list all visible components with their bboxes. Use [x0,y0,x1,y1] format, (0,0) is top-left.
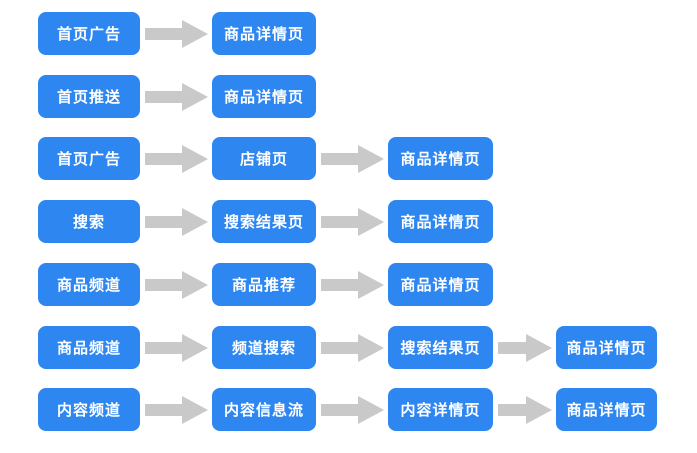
arrow-head [526,395,552,424]
arrow-head [358,144,384,173]
flow-node: 商品频道 [38,326,140,369]
arrow-head [182,270,208,299]
arrow-shaft [498,403,526,416]
arrow-right-icon [145,144,208,173]
flow-node: 店铺页 [212,137,316,180]
flow-node: 商品详情页 [556,326,657,369]
flow-node: 首页广告 [38,137,140,180]
arrow-shaft [145,152,182,165]
arrow-head [182,395,208,424]
arrow-head [182,144,208,173]
flow-node: 商品详情页 [388,137,493,180]
arrow-shaft [321,278,358,291]
flow-node: 搜索结果页 [212,200,316,243]
arrow-shaft [145,341,182,354]
flow-node: 商品推荐 [212,263,316,306]
arrow-shaft [498,341,526,354]
arrow-shaft [321,341,358,354]
arrow-right-icon [145,333,208,362]
arrow-head [526,333,552,362]
arrow-right-icon [145,82,208,111]
flow-node: 搜索 [38,200,140,243]
flow-node: 商品详情页 [388,263,493,306]
flow-node: 内容详情页 [388,388,493,431]
flow-node: 商品详情页 [212,75,316,118]
flow-node: 频道搜索 [212,326,316,369]
flow-node: 商品频道 [38,263,140,306]
flow-node: 内容信息流 [212,388,316,431]
flow-node: 内容频道 [38,388,140,431]
arrow-shaft [321,403,358,416]
flow-node: 搜索结果页 [388,326,493,369]
flow-node: 首页广告 [38,12,140,55]
arrow-right-icon [498,333,552,362]
flow-node: 商品详情页 [556,388,657,431]
arrow-right-icon [321,395,384,424]
arrow-right-icon [321,144,384,173]
arrow-right-icon [321,333,384,362]
arrow-shaft [145,215,182,228]
arrow-right-icon [321,270,384,299]
arrow-shaft [145,403,182,416]
arrow-head [182,207,208,236]
arrow-shaft [321,215,358,228]
arrow-right-icon [145,19,208,48]
arrow-head [358,395,384,424]
flow-node: 首页推送 [38,75,140,118]
arrow-head [182,333,208,362]
arrow-shaft [145,90,182,103]
arrow-shaft [145,27,182,40]
arrow-right-icon [498,395,552,424]
arrow-head [358,207,384,236]
arrow-shaft [145,278,182,291]
arrow-head [358,333,384,362]
flow-node: 商品详情页 [388,200,493,243]
arrow-head [358,270,384,299]
arrow-right-icon [145,207,208,236]
arrow-right-icon [321,207,384,236]
arrow-head [182,19,208,48]
arrow-right-icon [145,395,208,424]
arrow-right-icon [145,270,208,299]
flow-node: 商品详情页 [212,12,316,55]
arrow-head [182,82,208,111]
arrow-shaft [321,152,358,165]
